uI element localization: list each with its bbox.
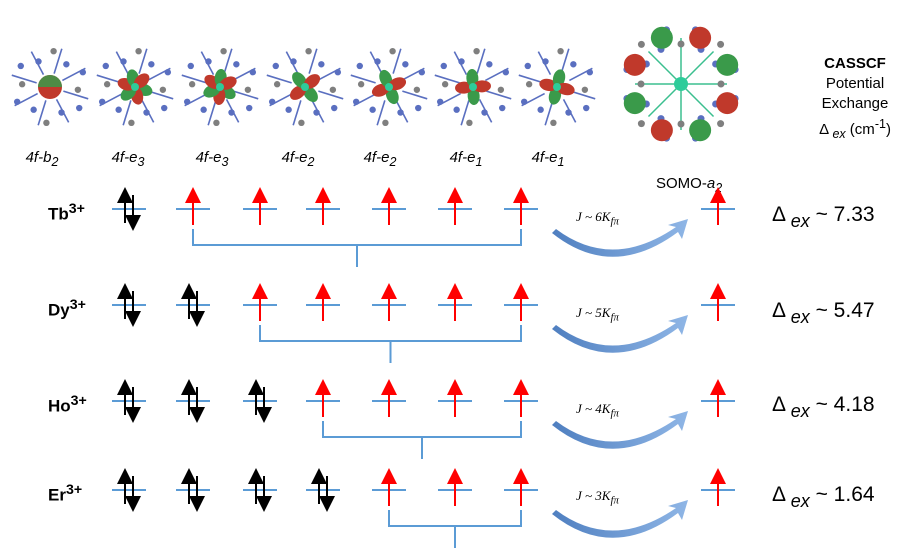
orbital-label-e1: 4f-e1 (531, 149, 565, 169)
ion-label-tb: Tb3+ (48, 201, 85, 224)
coupling-label-tb: J ~ 6Kfπ (576, 209, 619, 228)
orbital-image (347, 45, 431, 129)
somo-orbital-image (620, 4, 742, 174)
exchange-value-er: Δ ex ~ 1.64 (772, 483, 875, 511)
orbital-label-e1: 4f-e1 (449, 149, 483, 169)
level-row-er (112, 468, 735, 548)
ion-label-dy: Dy3+ (48, 297, 86, 320)
level-row-tb (112, 187, 735, 267)
coupling-label-er: J ~ 3Kfπ (576, 488, 619, 507)
level-row-dy (112, 283, 735, 363)
coupling-label-ho: J ~ 4Kfπ (576, 401, 619, 420)
method-line-units: Δ ex (cm-1) (819, 117, 891, 141)
exchange-value-tb: Δ ex ~ 7.33 (772, 203, 875, 231)
method-title: CASSCF (824, 55, 886, 72)
orbital-label-e2: 4f-e2 (281, 149, 315, 169)
level-row-ho (112, 379, 735, 459)
orbital-image (178, 45, 262, 129)
ion-label-ho: Ho3+ (48, 393, 87, 416)
method-line-exchange: Exchange (821, 95, 889, 112)
orbital-label-e2: 4f-e2 (363, 149, 397, 169)
exchange-value-ho: Δ ex ~ 4.18 (772, 393, 875, 421)
method-legend: CASSCF Potential Exchange Δ ex (cm-1) (800, 54, 910, 144)
orbital-image (8, 45, 92, 129)
orbital-image (515, 45, 599, 129)
orbital-image (263, 45, 347, 129)
exchange-value-dy: Δ ex ~ 5.47 (772, 299, 875, 327)
orbital-label-b2: 4f-b2 (25, 149, 59, 169)
orbital-image (431, 45, 515, 129)
ion-label-er: Er3+ (48, 482, 83, 505)
orbital-label-e3: 4f-e3 (111, 149, 145, 169)
coupling-label-dy: J ~ 5Kfπ (576, 305, 619, 324)
orbital-label-e3: 4f-e3 (195, 149, 229, 169)
method-line-potential: Potential (825, 75, 885, 92)
orbital-image (93, 45, 177, 129)
